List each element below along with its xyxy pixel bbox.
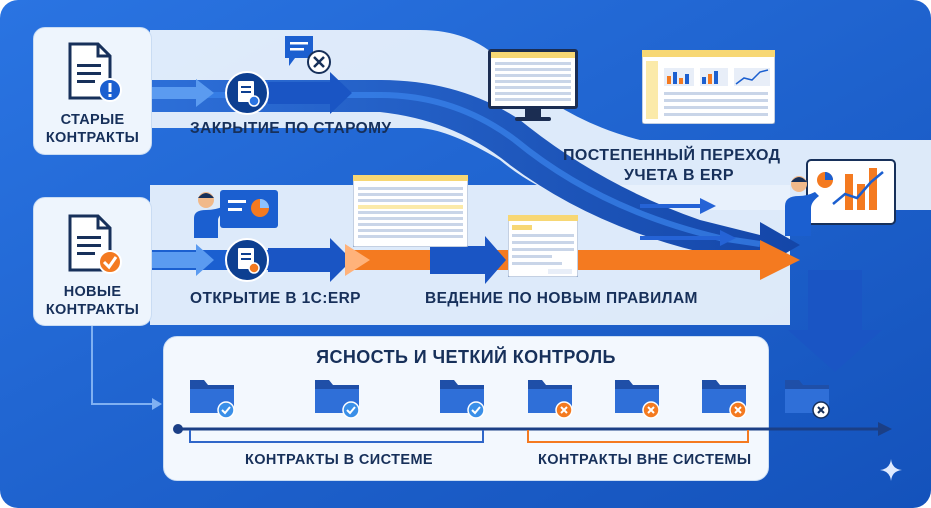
folder-icon — [315, 380, 360, 419]
transition-arrow-2 — [640, 230, 736, 246]
contracts-timeline — [173, 380, 892, 443]
connector-head — [152, 398, 162, 410]
new-arrow-3 — [430, 236, 506, 284]
folder-icon — [190, 380, 235, 419]
in-system-bracket — [189, 430, 484, 443]
folder-icon — [702, 380, 747, 419]
transition-caption-1: ПОСТЕПЕННЫЙ ПЕРЕХОД — [563, 147, 781, 164]
folder-icon — [528, 380, 573, 419]
timeline-head — [878, 422, 892, 436]
control-title: ЯСНОСТЬ И ЧЕТКИЙ КОНТРОЛЬ — [316, 347, 616, 367]
old-contracts-label-2: КОНТРАКТЫ — [45, 130, 140, 146]
opening-doc-badge-icon — [225, 238, 269, 282]
opening-erp-caption: ОТКРЫТИЕ В 1С:ERP — [190, 290, 361, 307]
presenter-icon — [194, 190, 278, 238]
check-badge-icon — [467, 401, 485, 419]
folder-icon — [615, 380, 660, 419]
old-contracts-label-1: СТАРЫЕ — [60, 112, 125, 128]
new-arrow-2 — [268, 238, 352, 282]
out-system-caption: КОНТРАКТЫ ВНЕ СИСТЕМЫ — [538, 452, 752, 468]
erp-list-window — [352, 174, 469, 248]
timeline-start-dot — [173, 424, 183, 434]
old-stream-highlight — [150, 92, 761, 247]
erp-dashboard-window — [641, 49, 776, 125]
connector-line — [91, 325, 155, 405]
new-rules-caption: ВЕДЕНИЕ ПО НОВЫМ ПРАВИЛАМ — [425, 290, 698, 307]
folder-icon — [440, 380, 485, 419]
out-system-bracket — [527, 430, 749, 443]
sparkle-icon — [880, 459, 902, 481]
message-cancel-icon — [285, 36, 331, 74]
transition-arrow-1 — [640, 198, 716, 214]
erp-form-window — [507, 214, 579, 278]
old-arrow-2 — [268, 72, 352, 114]
erp-monitor-window — [487, 48, 579, 121]
down-arrow — [788, 270, 882, 372]
old-contracts-card: СТАРЫЕ КОНТРАКТЫ — [33, 27, 152, 155]
folder-icon — [785, 380, 830, 419]
closing-doc-badge-icon — [225, 71, 269, 115]
new-contracts-card: НОВЫЕ КОНТРАКТЫ — [33, 197, 152, 326]
check-badge-icon — [217, 401, 235, 419]
new-contracts-label-1: НОВЫЕ — [63, 284, 122, 300]
document-warning-icon — [68, 42, 122, 102]
new-arrow-1 — [150, 244, 214, 276]
new-chevron-1 — [345, 244, 370, 276]
old-stream — [150, 80, 800, 268]
document-check-icon — [68, 214, 122, 274]
check-badge-icon — [342, 401, 360, 419]
closing-old-caption: ЗАКРЫТИЕ ПО СТАРОМУ — [190, 120, 392, 137]
transition-caption-2: УЧЕТА В ERP — [624, 167, 734, 184]
new-contracts-label-2: КОНТРАКТЫ — [45, 302, 140, 318]
analyst-monitor-icon — [785, 159, 896, 236]
old-arrow-1 — [150, 79, 214, 107]
in-system-caption: КОНТРАКТЫ В СИСТЕМЕ — [245, 452, 434, 468]
